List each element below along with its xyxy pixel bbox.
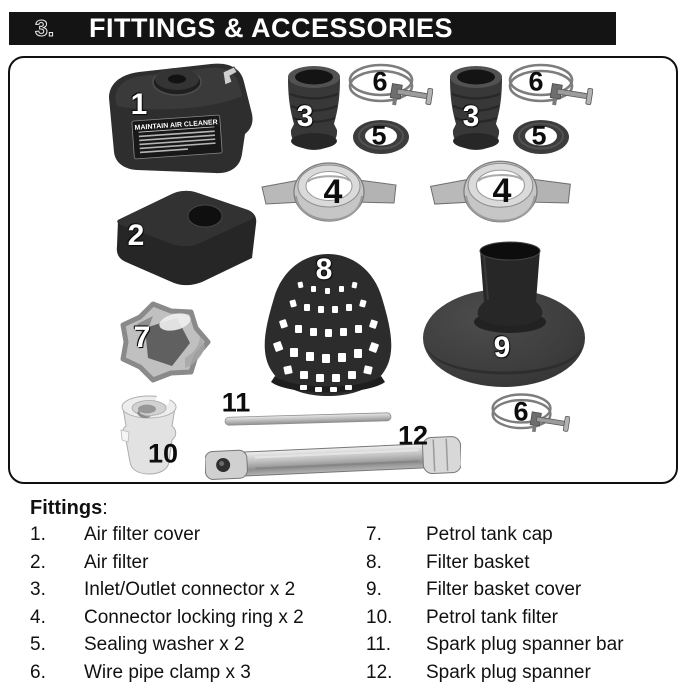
filter-basket-photo <box>264 254 392 396</box>
item-number: 1. <box>30 524 46 545</box>
item-label: Petrol tank cap <box>426 524 553 545</box>
header-bar: 3. FITTINGS & ACCESSORIES <box>9 12 616 45</box>
item-label: Wire pipe clamp x 3 <box>84 661 251 683</box>
sealing-washer-photo <box>513 120 569 154</box>
sealing-washer-photo <box>353 120 409 154</box>
petrol-tank-filter-photo <box>120 392 177 475</box>
part-label-5: 5 <box>371 120 387 151</box>
item-number: 5. <box>30 634 46 655</box>
fittings-heading: Fittings: <box>30 497 108 520</box>
connector-locking-ring-photo <box>261 162 397 222</box>
filter-basket-cover-photo <box>423 241 585 387</box>
wire-pipe-clamp-photo <box>508 63 593 106</box>
item-number: 4. <box>30 606 46 628</box>
item-label: Petrol tank filter <box>426 606 558 628</box>
fittings-list-item: 10. Petrol tank filter <box>366 604 676 632</box>
part-label-8: 8 <box>315 253 333 286</box>
petrol-tank-cap-photo <box>120 301 211 383</box>
wire-pipe-clamp-photo <box>491 393 570 433</box>
item-number: 11. <box>366 634 392 655</box>
fittings-list-item: 1. Air filter cover <box>30 521 360 549</box>
fittings-list-item: 6. Wire pipe clamp x 3 <box>30 659 360 687</box>
part-label-6: 6 <box>372 66 388 97</box>
item-label: Spark plug spanner <box>426 661 591 683</box>
wire-pipe-clamp-photo <box>348 63 433 106</box>
fittings-list-right-column: 7. Petrol tank cap 8. Filter basket 9. F… <box>366 521 676 686</box>
part-label-12: 12 <box>397 420 429 451</box>
part-label-2: 2 <box>127 219 145 252</box>
fittings-list-item: 2. Air filter <box>30 549 360 577</box>
fittings-list-left-column: 1. Air filter cover 2. Air filter 3. Inl… <box>30 521 360 686</box>
item-number: 2. <box>30 551 46 573</box>
fittings-list-item: 5. Sealing washer x 2 <box>30 631 360 659</box>
spark-plug-spanner-bar-photo <box>224 412 392 426</box>
inlet-outlet-connector-photo <box>450 66 502 150</box>
item-label: Connector locking ring x 2 <box>84 606 304 628</box>
inlet-outlet-connector-photo <box>288 66 340 150</box>
item-number: 8. <box>366 551 382 573</box>
item-number: 9. <box>366 579 382 600</box>
item-label: Spark plug spanner bar <box>426 634 624 655</box>
item-number: 6. <box>30 661 46 683</box>
air-filter-photo <box>116 190 257 286</box>
item-label: Filter basket <box>426 551 530 573</box>
item-label: Inlet/Outlet connector x 2 <box>84 579 296 600</box>
part-label-9: 9 <box>493 331 511 364</box>
fittings-list-item: 11. Spark plug spanner bar <box>366 631 676 659</box>
parts-figure: MAINTAIN AIR CLEANER <box>8 56 678 484</box>
connector-locking-ring-photo <box>429 160 571 223</box>
fittings-list-item: 4. Connector locking ring x 2 <box>30 604 360 632</box>
part-label-6: 6 <box>528 66 544 97</box>
item-label: Sealing washer x 2 <box>84 634 245 655</box>
item-label: Air filter <box>84 551 149 573</box>
item-label: Filter basket cover <box>426 579 582 600</box>
fittings-list-item: 7. Petrol tank cap <box>366 521 676 549</box>
fittings-list-item: 8. Filter basket <box>366 549 676 577</box>
part-label-4: 4 <box>492 172 512 210</box>
fittings-heading-word: Fittings <box>30 497 103 519</box>
fittings-list-item: 9. Filter basket cover <box>366 576 676 604</box>
page-title: FITTINGS & ACCESSORIES <box>89 13 454 43</box>
part-label-7: 7 <box>133 321 151 354</box>
item-number: 12. <box>366 661 393 683</box>
part-label-5: 5 <box>531 120 547 151</box>
item-number: 10. <box>366 606 393 628</box>
item-number: 3. <box>30 579 46 600</box>
item-label: Air filter cover <box>84 524 201 545</box>
part-label-10: 10 <box>147 438 179 469</box>
air-filter-cover-photo: MAINTAIN AIR CLEANER <box>109 63 253 174</box>
part-label-11: 11 <box>221 387 251 418</box>
fittings-list-item: 3. Inlet/Outlet connector x 2 <box>30 576 360 604</box>
part-label-1: 1 <box>130 88 148 121</box>
fittings-heading-colon: : <box>102 497 108 519</box>
fittings-list-item: 12. Spark plug spanner <box>366 659 676 687</box>
part-label-6: 6 <box>513 396 529 427</box>
part-label-3: 3 <box>462 100 480 133</box>
part-label-4: 4 <box>323 173 343 211</box>
part-label-3: 3 <box>296 100 314 133</box>
item-number: 7. <box>366 524 382 545</box>
spark-plug-spanner-photo <box>205 436 461 480</box>
section-number-outline-icon: 3. <box>34 15 55 42</box>
